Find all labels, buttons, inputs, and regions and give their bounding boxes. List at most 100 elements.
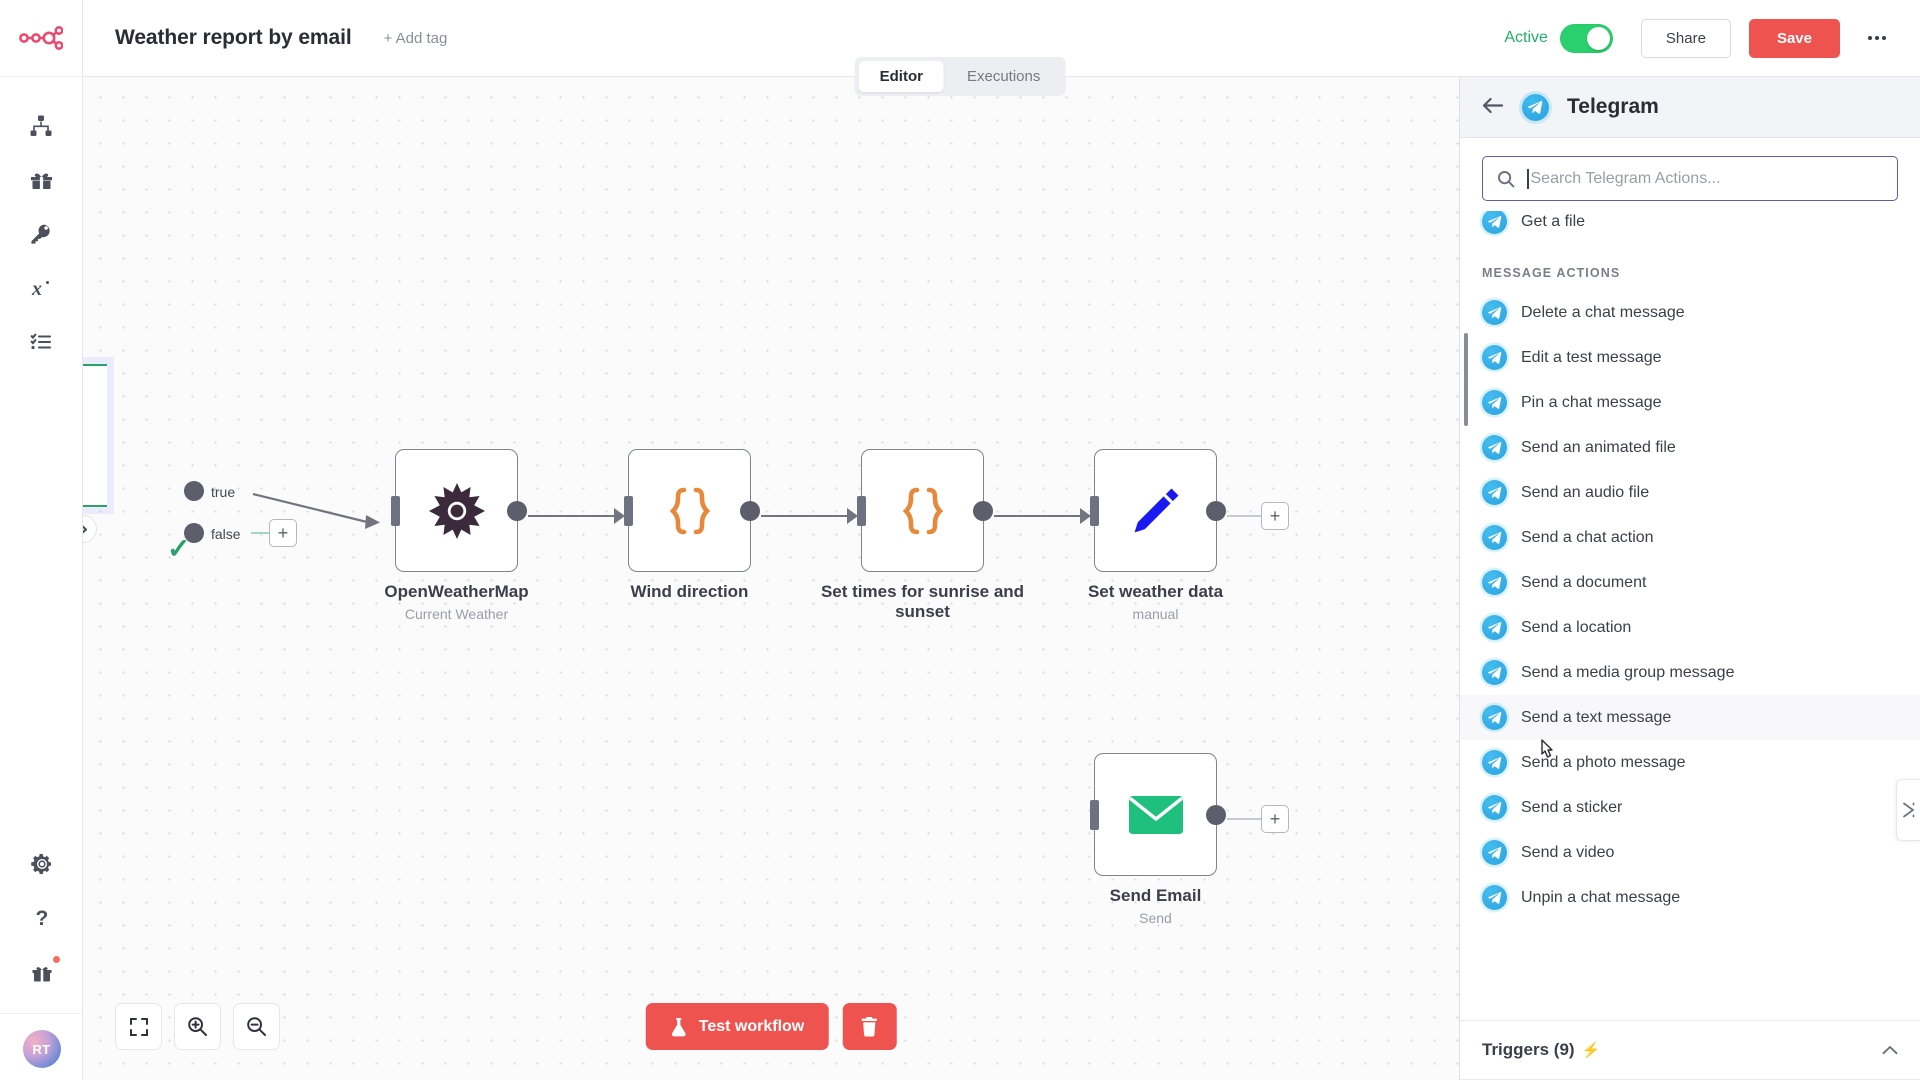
sidebar-item-variables[interactable]: x (12, 261, 70, 315)
avatar[interactable]: RT (22, 1030, 61, 1068)
node-input-port[interactable] (1090, 495, 1099, 526)
telegram-paper-plane-icon (1487, 576, 1501, 589)
add-node-after-sendemail-button[interactable]: + (1261, 805, 1289, 833)
list-item-action[interactable]: Send an animated file (1460, 425, 1920, 470)
node-if-partial[interactable] (83, 364, 107, 507)
add-node-after-setweather-button[interactable]: + (1261, 502, 1289, 530)
connection-owm-wind-arrow (614, 508, 625, 524)
search-input[interactable]: Search Telegram Actions... (1482, 156, 1898, 201)
node-output-port[interactable] (1206, 500, 1226, 521)
sidebar-item-whats-new[interactable] (13, 945, 71, 999)
search-icon (1498, 170, 1515, 187)
node-input-port[interactable] (624, 495, 633, 526)
back-button[interactable] (1482, 96, 1504, 118)
node-send-email-box[interactable] (1090, 753, 1226, 876)
zoom-to-fit-button[interactable] (115, 1003, 162, 1050)
chevron-up-icon (1882, 1042, 1898, 1059)
sidebar-item-help[interactable]: ? (13, 891, 71, 945)
add-node-after-false-button[interactable]: + (269, 519, 297, 547)
app-logo[interactable] (0, 0, 83, 77)
share-button[interactable]: Share (1640, 18, 1731, 58)
telegram-actions-list[interactable]: Get a file MESSAGE ACTIONS Delete a chat… (1460, 211, 1920, 1020)
node-set-weather-data-box[interactable] (1090, 449, 1226, 572)
sidebar-item-credentials[interactable] (12, 207, 70, 261)
list-item-action[interactable]: Send a location (1460, 605, 1920, 650)
node-openweathermap[interactable]: OpenWeatherMap Current Weather (384, 449, 529, 622)
list-item-action[interactable]: Unpin a chat message (1460, 875, 1920, 920)
node-input-port[interactable] (1090, 799, 1099, 830)
list-item-label: Send a sticker (1521, 798, 1623, 816)
page-title: Weather report by email (115, 26, 352, 49)
add-tag-button[interactable]: + Add tag (383, 29, 448, 47)
telegram-paper-plane-icon (1487, 756, 1501, 769)
whats-new-badge (51, 955, 61, 964)
node-send-email[interactable]: Send Email Send (1090, 753, 1226, 926)
list-item-action[interactable]: Send a video (1460, 830, 1920, 875)
telegram-icon (1482, 300, 1507, 325)
node-output-port[interactable] (1206, 804, 1226, 825)
list-item-label: Send an animated file (1521, 438, 1676, 456)
list-item-action[interactable]: Send a photo message (1460, 740, 1920, 785)
sidebar-item-templates[interactable] (12, 153, 70, 207)
envelope-icon (1128, 795, 1183, 834)
more-options-icon[interactable] (1860, 21, 1894, 55)
list-item-get-a-file[interactable]: Get a file (1460, 211, 1920, 244)
active-label: Active (1504, 29, 1548, 46)
tab-editor[interactable]: Editor (858, 61, 944, 92)
if-false-label: false (211, 526, 241, 542)
if-output-false-port[interactable] (184, 523, 204, 543)
list-item-action[interactable]: Send a sticker (1460, 785, 1920, 830)
telegram-paper-plane-icon (1528, 100, 1543, 114)
activate-workflow-toggle[interactable] (1559, 23, 1613, 53)
save-button[interactable]: Save (1748, 18, 1840, 58)
node-set-weather-data[interactable]: Set weather data manual (1088, 449, 1226, 622)
gear-icon (30, 854, 51, 874)
zoom-in-button[interactable] (174, 1003, 221, 1050)
connection-sendemail-add (1227, 818, 1282, 820)
list-item-action[interactable]: Send a media group message (1460, 650, 1920, 695)
list-item-action[interactable]: Edit a test message (1460, 335, 1920, 380)
sidebar-item-workflows[interactable] (12, 99, 70, 153)
list-item-action[interactable]: Send a document (1460, 560, 1920, 605)
list-item-action[interactable]: Pin a chat message (1460, 380, 1920, 425)
flask-icon (671, 1017, 686, 1036)
delete-button[interactable] (842, 1003, 897, 1050)
list-item-action[interactable]: Send a text message (1460, 695, 1920, 740)
header-actions: Active Share Save (1504, 18, 1894, 58)
node-output-port[interactable] (973, 500, 993, 521)
node-output-port[interactable] (507, 500, 527, 521)
panel-header: Telegram (1460, 77, 1920, 138)
node-input-port[interactable] (857, 495, 866, 526)
if-output-true-port[interactable] (184, 481, 204, 501)
sidebar-item-executions[interactable] (12, 315, 70, 369)
node-openweathermap-box[interactable] (391, 449, 527, 572)
list-item-action[interactable]: Send a chat action (1460, 515, 1920, 560)
node-input-port[interactable] (391, 495, 400, 526)
node-output-port[interactable] (740, 500, 760, 521)
triggers-section-toggle[interactable]: Triggers (9) ⚡ (1460, 1020, 1920, 1080)
telegram-paper-plane-icon (1487, 396, 1501, 409)
list-item-action[interactable]: Send an audio file (1460, 470, 1920, 515)
panel-scrollbar[interactable] (1464, 333, 1468, 426)
triggers-label: Triggers (9) (1482, 1040, 1575, 1059)
telegram-icon (1482, 345, 1507, 370)
node-set-times-box[interactable] (857, 449, 993, 572)
sidebar-item-settings[interactable] (13, 837, 71, 891)
node-openweathermap-title: OpenWeatherMap (384, 582, 529, 601)
node-wind-direction-box[interactable] (624, 449, 760, 572)
node-connection-tab[interactable] (1896, 779, 1920, 841)
telegram-paper-plane-icon (1487, 891, 1501, 904)
tab-executions[interactable]: Executions (966, 68, 1041, 85)
list-item-action[interactable]: Delete a chat message (1460, 290, 1920, 335)
node-send-email-title: Send Email (1109, 886, 1202, 905)
workflow-canvas[interactable]: true false ✓ + OpenWeatherMap (83, 77, 1459, 1080)
node-set-times[interactable]: Set times for sunrise and sunset (821, 449, 1024, 621)
canvas-panel-toggle[interactable] (83, 515, 97, 543)
telegram-icon (1482, 480, 1507, 505)
node-wind-direction[interactable]: Wind direction (624, 449, 760, 601)
telegram-paper-plane-icon (1487, 306, 1501, 319)
zoom-out-button[interactable] (233, 1003, 280, 1050)
user-avatar-wrap[interactable]: RT (0, 1013, 83, 1068)
test-workflow-button[interactable]: Test workflow (645, 1003, 829, 1050)
